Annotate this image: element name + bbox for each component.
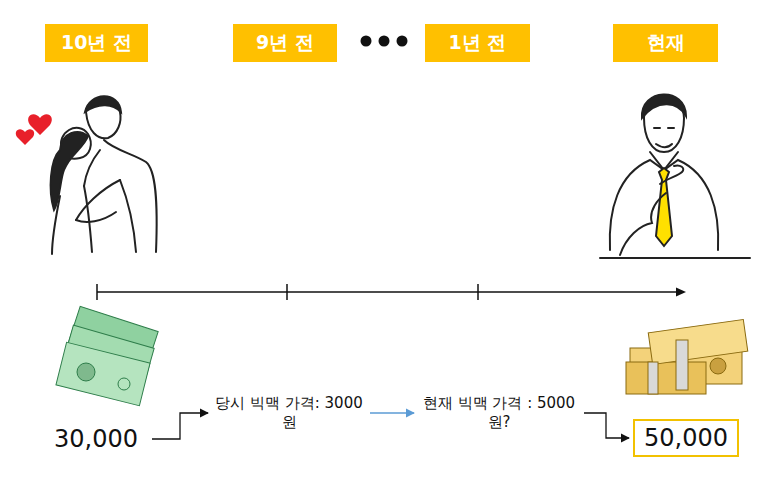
banknotes-10000	[56, 306, 158, 405]
time-label: 1년 전	[425, 24, 530, 62]
result-box: 50,000	[633, 419, 739, 457]
flow-arrow	[152, 413, 208, 439]
couple-illustration	[16, 96, 157, 254]
node-text: 현재	[647, 30, 685, 56]
node-text: 현재 빅맥 가격 : 5000원?	[418, 394, 580, 433]
node-text: 10년 전	[61, 30, 132, 56]
node-text: 9년 전	[256, 30, 314, 56]
node-text: 30,000	[54, 425, 138, 453]
price-note: 현재 빅맥 가격 : 5000원?	[418, 390, 580, 436]
node-text: 당시 빅맥 가격: 3000원	[212, 394, 366, 433]
node-text: 50,000	[644, 424, 728, 452]
time-label: 9년 전	[233, 24, 337, 62]
ellipsis-dots	[361, 36, 408, 47]
time-label: 현재	[613, 24, 718, 62]
flow-arrow	[370, 412, 414, 413]
node-text: 1년 전	[449, 30, 507, 56]
businessman-illustration	[600, 94, 750, 258]
banknotes-50000	[626, 319, 748, 394]
amount-text: 30,000	[44, 420, 148, 458]
time-label: 10년 전	[45, 24, 148, 62]
flow-arrow	[584, 413, 629, 438]
price-note: 당시 빅맥 가격: 3000원	[212, 390, 366, 436]
timeline-axis	[97, 284, 686, 300]
